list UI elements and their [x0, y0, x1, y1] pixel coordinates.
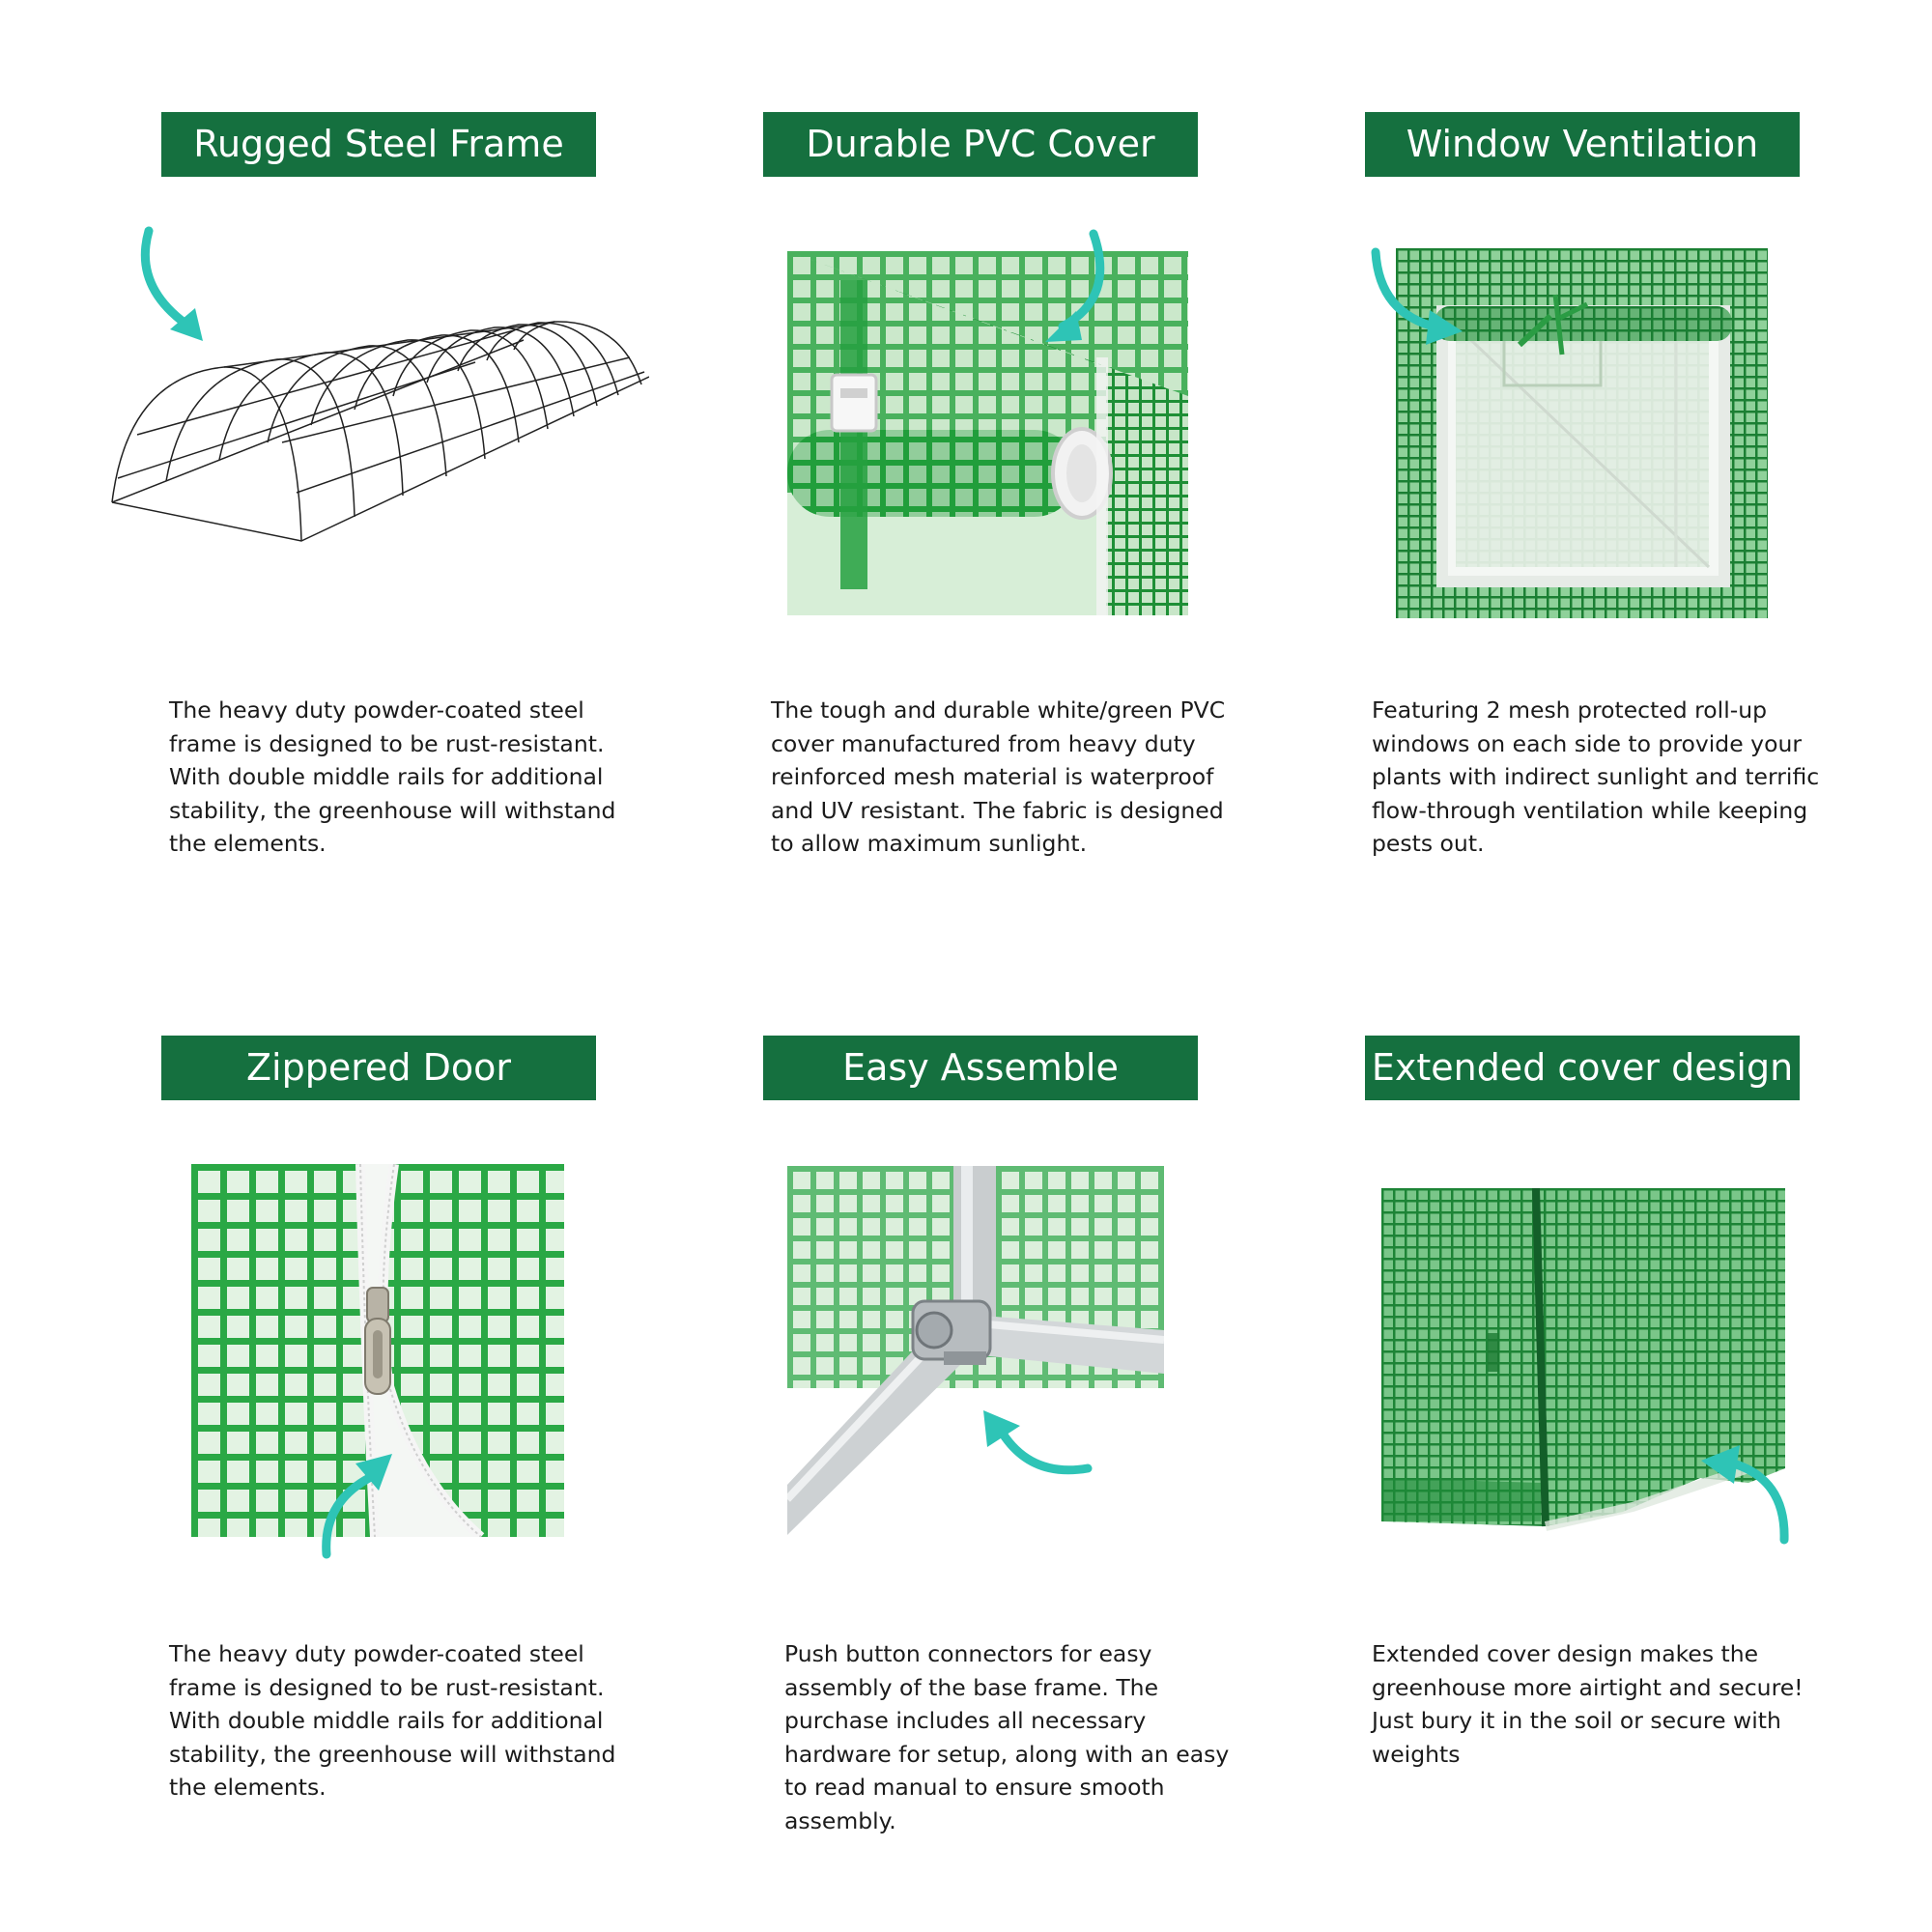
feature-description-steel-frame: The heavy duty powder-coated steel frame… — [169, 696, 616, 857]
pointer-arrow-icon — [1695, 1439, 1792, 1546]
pointer-arrow-icon — [317, 1444, 394, 1560]
window-ventilation-photo — [1396, 248, 1768, 618]
feature-title-easy-assemble: Easy Assemble — [763, 1036, 1198, 1100]
feature-title-window-ventilation: Window Ventilation — [1365, 112, 1800, 177]
steel-frame-illustration — [108, 319, 649, 555]
feature-description-window-ventilation: Featuring 2 mesh protected roll-up windo… — [1372, 696, 1820, 857]
feature-description-easy-assemble: Push button connectors for easy assembly… — [784, 1640, 1230, 1834]
feature-title-extended-cover: Extended cover design — [1365, 1036, 1800, 1100]
feature-title-zippered-door: Zippered Door — [161, 1036, 596, 1100]
feature-description-pvc-cover: The tough and durable white/green PVC co… — [771, 696, 1226, 857]
feature-description-zippered-door: The heavy duty powder-coated steel frame… — [169, 1640, 616, 1801]
feature-title-pvc-cover: Durable PVC Cover — [763, 112, 1198, 177]
pointer-arrow-icon — [1043, 229, 1111, 351]
feature-description-extended-cover: Extended cover design makes the greenhou… — [1372, 1640, 1804, 1768]
frame-connector-photo — [787, 1166, 1164, 1535]
extended-cover-photo — [1381, 1188, 1785, 1541]
pointer-arrow-icon — [974, 1401, 1094, 1478]
pvc-cover-photo — [787, 251, 1188, 615]
feature-title-steel-frame: Rugged Steel Frame — [161, 112, 596, 177]
pointer-arrow-icon — [135, 226, 213, 348]
pointer-arrow-icon — [1370, 246, 1466, 353]
